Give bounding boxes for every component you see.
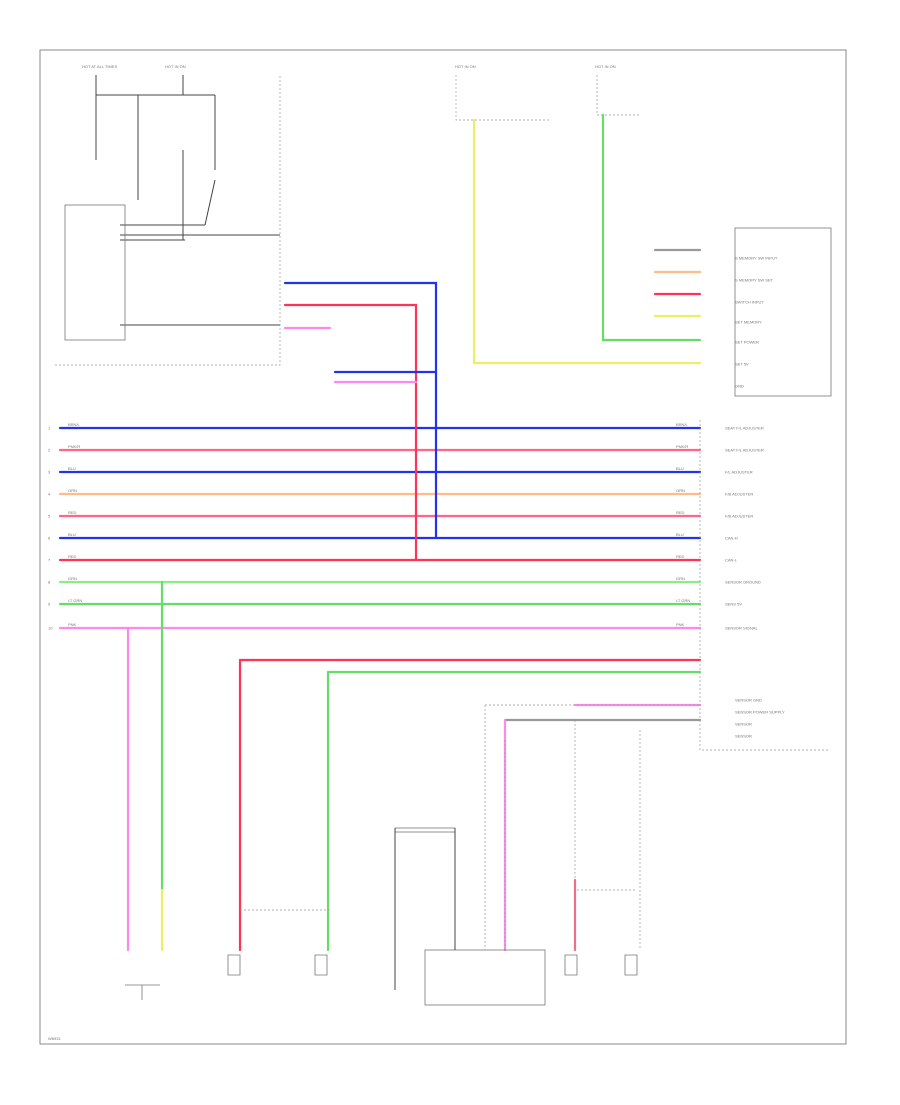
hot-label-4: HOT IN ON bbox=[595, 64, 616, 69]
riser-blue-top bbox=[283, 281, 438, 540]
row-number-9: 9 bbox=[48, 602, 51, 607]
wire-label-left-2: PNK/R bbox=[68, 444, 80, 449]
wire-label-left-10: PNK bbox=[68, 622, 77, 627]
row-number-8: 8 bbox=[48, 580, 51, 585]
wire-label-right-3: BLU bbox=[676, 466, 684, 471]
wire-label-right-9: LT GRN bbox=[676, 598, 690, 603]
module-pin-label-10: SENSOR bbox=[735, 722, 752, 727]
row-number-6: 6 bbox=[48, 536, 51, 541]
signal-label-5: F/B ADJUSTER bbox=[725, 514, 753, 519]
wire-label-left-1: BRN/L bbox=[68, 422, 81, 427]
module-pin-label-1: S MEMORY SW INPUT bbox=[735, 256, 778, 261]
row-number-5: 5 bbox=[48, 514, 51, 519]
seat-module-boundary bbox=[699, 420, 830, 751]
module-pin-label-7: GND bbox=[735, 384, 744, 389]
wire-label-right-6: BLU bbox=[676, 532, 684, 537]
footer-code: W8931 bbox=[48, 1036, 61, 1041]
wire-label-right-7: RED bbox=[676, 554, 685, 559]
module-pin-label-4: SET MEMORY bbox=[735, 320, 762, 325]
wire-group bbox=[58, 113, 702, 952]
wire-label-left-6: BLU bbox=[68, 532, 76, 537]
signal-label-1: SEAT F/L ADJUSTER bbox=[725, 426, 764, 431]
diagram-frame bbox=[39, 49, 847, 1045]
hot-label-1: HOT AT ALL TIMES bbox=[82, 64, 117, 69]
row-number-7: 7 bbox=[48, 558, 51, 563]
wire-label-left-3: BLU bbox=[68, 466, 76, 471]
hot-label-3: HOT IN ON bbox=[455, 64, 476, 69]
signal-label-10: SENSOR SIGNAL bbox=[725, 626, 758, 631]
pin-labels: SEAT F/L ADJUSTER SEAT F/L ADJUSTER F/L AD… bbox=[725, 256, 785, 739]
riser-red-top bbox=[283, 303, 418, 562]
row-number-4: 4 bbox=[48, 492, 51, 497]
wire-label-left-9: LT GRN bbox=[68, 598, 82, 603]
wire-label-right-4: ORN bbox=[676, 488, 685, 493]
signal-label-7: CAN-L bbox=[725, 558, 738, 563]
wire-label-left-5: RED bbox=[68, 510, 77, 515]
top-left-power-section: HOT AT ALL TIMES HOT IN ON bbox=[55, 64, 281, 366]
row-number-3: 3 bbox=[48, 470, 51, 475]
wire-label-right-1: BRN/L bbox=[676, 422, 689, 427]
connector-top bbox=[394, 827, 456, 833]
wire-label-right-5: RED bbox=[676, 510, 685, 515]
module-pin-label-2: S MEMORY SW SET bbox=[735, 278, 774, 283]
wire-label-left-7: RED bbox=[68, 554, 77, 559]
yellow-feed-wire bbox=[472, 118, 702, 365]
wire-label-right-10: PNK bbox=[676, 622, 685, 627]
module-right-top bbox=[734, 227, 832, 397]
main-fuse-block bbox=[64, 204, 126, 341]
top-right-feeds: HOT IN ON HOT IN ON bbox=[455, 64, 832, 397]
wire-label-right-2: PNK/R bbox=[676, 444, 688, 449]
module-pin-label-6: SET 5V bbox=[735, 362, 749, 367]
wire-label-right-8: GRN bbox=[676, 576, 685, 581]
row-number-10: 10 bbox=[48, 626, 53, 631]
module-pin-label-11: SENSOR bbox=[735, 734, 752, 739]
power-seat-unit bbox=[424, 949, 546, 1006]
signal-label-9: SENS 5V bbox=[725, 602, 742, 607]
bottom-components bbox=[125, 704, 700, 1006]
row-number-1: 1 bbox=[48, 426, 51, 431]
signal-label-8: SENSOR GROUND bbox=[725, 580, 761, 585]
module-pin-label-8: SENSOR GND bbox=[735, 698, 762, 703]
signal-label-6: CAN-H bbox=[725, 536, 738, 541]
unit-boundary bbox=[55, 75, 281, 366]
signal-label-3: F/L ADJUSTER bbox=[725, 470, 753, 475]
module-pin-label-9: SENSOR POWER SUPPLY bbox=[735, 710, 785, 715]
wire-label-left-8: GRN bbox=[68, 576, 77, 581]
module-pin-label-5: SET POWER bbox=[735, 340, 759, 345]
wire-label-left-4: ORN bbox=[68, 488, 77, 493]
module-pin-label-3: SWITCH INPUT bbox=[735, 300, 764, 305]
signal-label-2: SEAT F/L ADJUSTER bbox=[725, 448, 764, 453]
hot-label-2: HOT IN ON bbox=[165, 64, 186, 69]
green-feed-wire bbox=[601, 113, 702, 342]
signal-label-4: F/B ADJUSTER bbox=[725, 492, 753, 497]
row-number-2: 2 bbox=[48, 448, 51, 453]
